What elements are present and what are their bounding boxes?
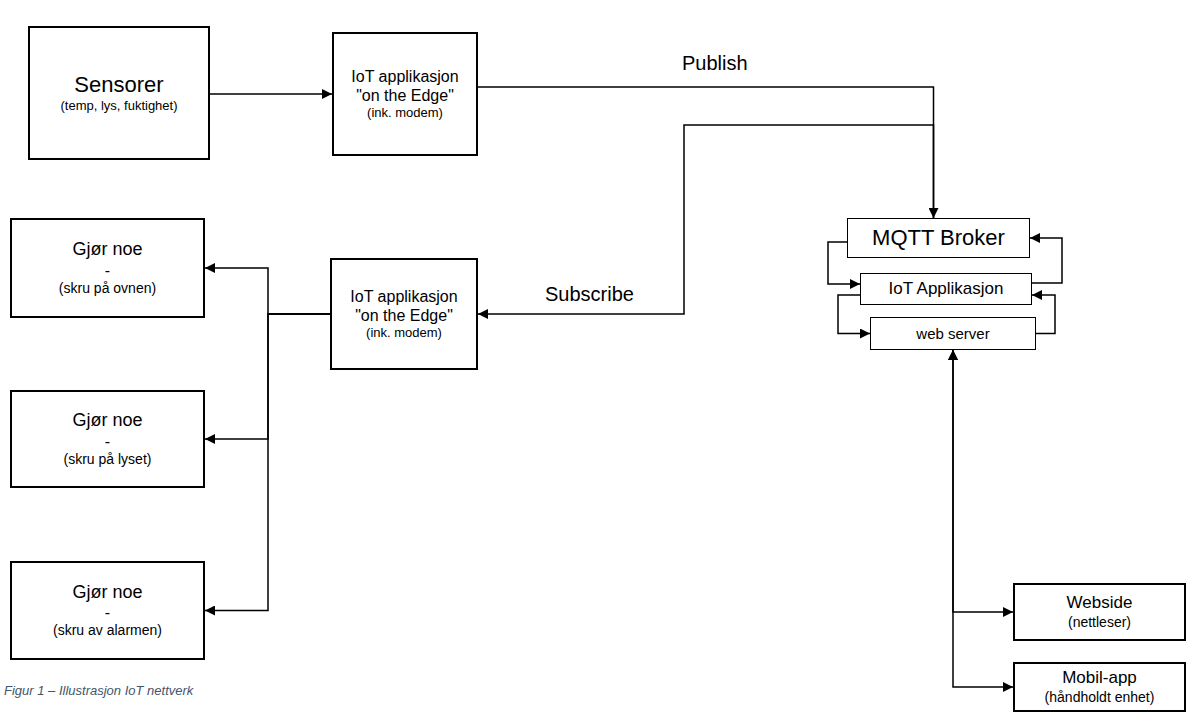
cloud-outline	[716, 190, 1198, 407]
node-title: Gjør noe	[72, 582, 142, 604]
connector	[1030, 238, 1062, 283]
node-title: Gjør noe	[72, 239, 142, 261]
edge-app-box: IoT applikasjon "on the Edge"(ink. modem…	[330, 258, 478, 370]
node-title: MQTT Broker	[872, 225, 1005, 251]
figure-caption: Figur 1 – Illustrasjon IoT nettverk	[4, 683, 193, 698]
connector	[205, 268, 330, 314]
cloud-region: MQTT BrokerIoT Applikasjon web server	[700, 185, 1198, 413]
cloud-swirl	[1116, 297, 1140, 309]
edge-app-box: IoT applikasjon "on the Edge"(ink. modem…	[332, 32, 478, 156]
node-title: Webside	[1067, 593, 1133, 613]
node-subtext: (temp, lys, fuktighet)	[60, 98, 177, 114]
node-subtext: (skru av alarmen)	[53, 622, 162, 639]
node-title: web server	[916, 325, 989, 343]
connector	[210, 93, 332, 95]
broker-box: MQTT Broker	[847, 218, 1030, 258]
client-box: Webside(nettleser)	[1013, 583, 1186, 641]
sensor-box: Sensorer(temp, lys, fuktighet)	[28, 26, 210, 160]
node-subtext: (håndholdt enhet)	[1045, 689, 1155, 706]
node-subtext: (ink. modem)	[367, 105, 443, 121]
connector	[205, 314, 330, 611]
node-title: IoT Applikasjon	[889, 279, 1004, 299]
node-title: Mobil-app	[1062, 668, 1137, 688]
node-subtext: (ink. modem)	[366, 325, 442, 341]
client-box: Mobil-app(håndholdt enhet)	[1013, 662, 1186, 712]
node-title: IoT applikasjon "on the Edge"	[342, 67, 468, 105]
node-title: Sensorer	[74, 72, 163, 98]
node-title: Gjør noe	[72, 410, 142, 432]
action-box: Gjør noe-(skru av alarmen)	[10, 561, 205, 660]
node-subtext: (nettleser)	[1068, 614, 1131, 631]
cloud-swirl	[1101, 291, 1149, 315]
node-subtext: -	[105, 432, 110, 451]
cloud-app-box: IoT Applikasjon	[860, 273, 1032, 305]
edge-label: Subscribe	[545, 283, 634, 306]
connector	[953, 350, 1013, 687]
node-subtext: (skru på ovnen)	[59, 280, 156, 297]
node-title: IoT applikasjon "on the Edge"	[340, 287, 468, 325]
edge-label: Publish	[682, 52, 748, 75]
node-subtext: (skru på lyset)	[64, 451, 152, 468]
node-subtext: -	[105, 261, 110, 280]
node-subtext: -	[105, 603, 110, 622]
action-box: Gjør noe-(skru på lyset)	[10, 390, 205, 488]
connector	[478, 87, 934, 218]
connector	[953, 350, 1013, 612]
action-box: Gjør noe-(skru på ovnen)	[10, 218, 205, 318]
web-server-box: web server	[870, 317, 1036, 350]
